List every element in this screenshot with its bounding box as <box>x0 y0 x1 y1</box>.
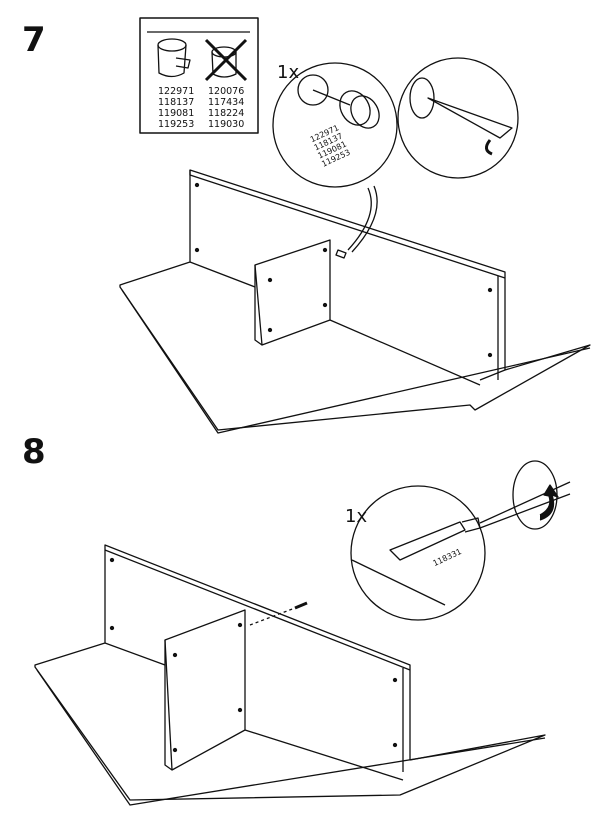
part-code: 117434 <box>208 97 245 108</box>
part-code: 118224 <box>208 108 245 119</box>
cam-lock-icon <box>157 38 191 78</box>
forbidden-cam-lock-icon <box>204 38 248 82</box>
rotation-arrow-icon <box>512 460 559 530</box>
parts-box <box>139 17 259 134</box>
part-code: 119253 <box>158 119 195 130</box>
part-code: 120076 <box>208 86 245 97</box>
quantity-label: 1x <box>277 62 300 83</box>
part-code: 118137 <box>158 97 195 108</box>
forbidden-part-codes: 120076 117434 118224 119030 <box>208 86 244 130</box>
detail-circle-screwdriver <box>397 57 519 179</box>
allowed-part-codes: 122971 118137 119081 119253 <box>158 86 194 130</box>
part-code: 122971 <box>158 86 195 97</box>
shelf-assembly-step-7 <box>119 169 591 434</box>
shelf-assembly-step-8 <box>34 544 546 806</box>
step-number: 8 <box>22 432 46 472</box>
quantity-label: 1x <box>345 506 368 527</box>
part-code: 119030 <box>208 119 245 130</box>
detail-circle-cam <box>272 62 398 253</box>
detail-circle-dowel <box>350 481 571 621</box>
step-number: 7 <box>22 20 46 60</box>
part-code: 119081 <box>158 108 195 119</box>
